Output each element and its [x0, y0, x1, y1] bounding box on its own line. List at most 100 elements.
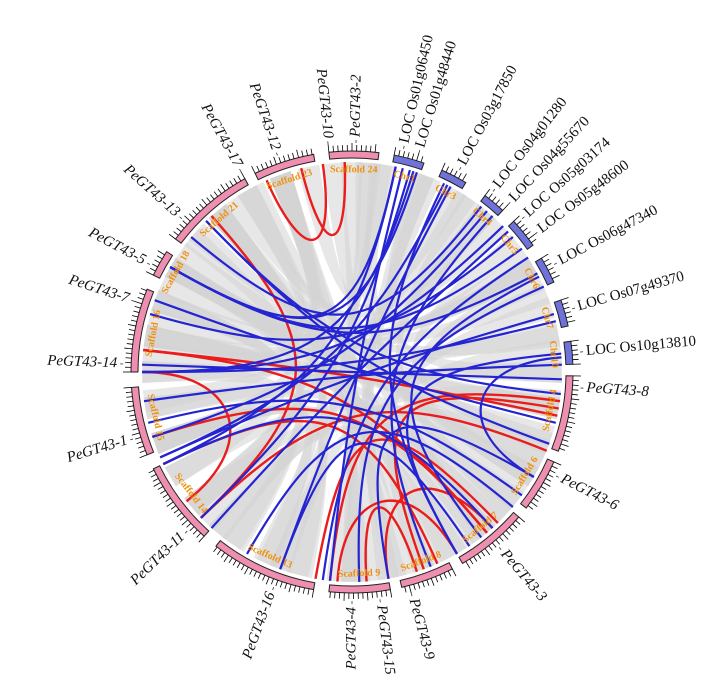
- segment-tick: [329, 591, 331, 598]
- segment-tick: [566, 425, 573, 429]
- background-link: [164, 257, 479, 553]
- background-link: [143, 324, 506, 531]
- segment-chr10: Chr10: [547, 339, 581, 368]
- segment-tick: [571, 349, 578, 351]
- ortholog-link: [143, 363, 562, 403]
- ortholog-link: [479, 356, 562, 478]
- gene-pegt43-3: PeGT43-3: [497, 546, 550, 605]
- segment-tick: [229, 180, 234, 187]
- segment-tick: [371, 592, 373, 599]
- segment-tick: [134, 300, 142, 305]
- gene-pegt43-15: PeGT43-15: [373, 599, 398, 676]
- segment-tick: [571, 344, 578, 347]
- gene-label: PeGT43-1: [64, 433, 129, 467]
- segment-tick: [262, 574, 266, 581]
- segment-tick: [257, 573, 262, 579]
- segment-band: [152, 250, 174, 279]
- segment-s8: Scaffold 8: [399, 549, 457, 594]
- gene-pegt43-8: PeGT43-8: [580, 380, 650, 400]
- segment-label: Chr10: [547, 340, 560, 368]
- segment-tick: [495, 199, 501, 205]
- gene-label: PeGT43-3: [497, 546, 550, 605]
- segment-band: [130, 288, 155, 373]
- segment-tick: [451, 568, 457, 577]
- gene-leader: [130, 438, 134, 441]
- segment-tick: [491, 542, 497, 548]
- segment-tick: [560, 443, 569, 447]
- segment-tick: [367, 592, 369, 601]
- segment-tick: [199, 203, 204, 209]
- segment-tick: [416, 152, 420, 161]
- segment-tick: [152, 263, 158, 268]
- segment-tick: [389, 589, 393, 598]
- segment-band: [519, 458, 555, 509]
- segment-tick: [271, 578, 274, 585]
- segment-tick: [150, 474, 157, 478]
- segment-tick: [484, 548, 491, 556]
- segment-tick: [435, 576, 439, 583]
- gene-loc-os10g13810: LOC Os10g13810: [580, 333, 697, 359]
- gene-label: PeGT43-6: [557, 471, 621, 514]
- segment-tick: [139, 450, 146, 453]
- segment-tick: [505, 530, 511, 536]
- segment-tick: [499, 536, 504, 542]
- segment-s24: Scaffold 24: [327, 143, 380, 176]
- segment-tick: [552, 274, 560, 279]
- segment-tick: [540, 486, 547, 490]
- segment-tick: [385, 590, 388, 597]
- segment-tick: [543, 482, 551, 487]
- paralog-link: [336, 499, 459, 582]
- segment-tick: [134, 306, 141, 309]
- gene-pegt43-17: PeGT43-17: [197, 100, 246, 172]
- segment-tick: [125, 391, 132, 393]
- segment-tick: [210, 194, 215, 200]
- segment-band: [399, 562, 454, 588]
- segment-tick: [232, 560, 237, 566]
- segment-tick: [256, 165, 260, 172]
- segment-tick: [279, 581, 283, 588]
- segment-band: [328, 582, 391, 594]
- segment-tick: [188, 213, 194, 219]
- paralog-link: [141, 370, 232, 503]
- segment-tick: [393, 147, 397, 156]
- segment-tick: [176, 512, 182, 518]
- segment-tick: [499, 202, 504, 208]
- gene-pegt43-5: PeGT43-5: [85, 224, 150, 268]
- gene-label: PeGT43-11: [127, 529, 188, 589]
- segment-tick: [125, 352, 132, 354]
- gene-leader: [554, 262, 558, 265]
- segment-tick: [265, 576, 270, 585]
- gene-pegt43-13: PeGT43-13: [120, 161, 183, 220]
- segment-tick: [160, 490, 166, 494]
- segment-tick: [512, 523, 518, 529]
- segment-tick: [198, 535, 205, 543]
- segment-tick: [458, 172, 462, 179]
- ortholog-link: [190, 205, 483, 316]
- gene-pegt43-14: PeGT43-14: [46, 353, 124, 371]
- segment-tick: [566, 315, 573, 319]
- segment-tick: [439, 574, 443, 581]
- segment-tick: [168, 233, 176, 240]
- gene-label: PeGT43-17: [197, 100, 246, 171]
- segment-tick: [126, 409, 135, 413]
- segment-tick: [570, 339, 579, 342]
- gene-label: PeGT43-2: [348, 74, 365, 138]
- segment-tick: [192, 529, 198, 535]
- segment-tick: [567, 421, 576, 424]
- gene-pegt43-12: PeGT43-12: [245, 80, 284, 156]
- segment-tick: [488, 193, 493, 199]
- segment-tick: [153, 482, 161, 487]
- ortholog-link: [151, 210, 488, 438]
- gene-leader: [276, 152, 278, 156]
- ortholog-link: [279, 442, 471, 570]
- gene-label: PeGT43-7: [66, 272, 133, 307]
- segment-tick: [156, 255, 163, 260]
- segment-tick: [139, 454, 148, 459]
- segment-label: Scaffold 9: [338, 567, 381, 579]
- segment-tick: [273, 156, 277, 165]
- segment-tick: [571, 393, 578, 396]
- segment-tick: [127, 323, 136, 327]
- segment-tick: [491, 196, 497, 202]
- segment-tick: [302, 587, 305, 594]
